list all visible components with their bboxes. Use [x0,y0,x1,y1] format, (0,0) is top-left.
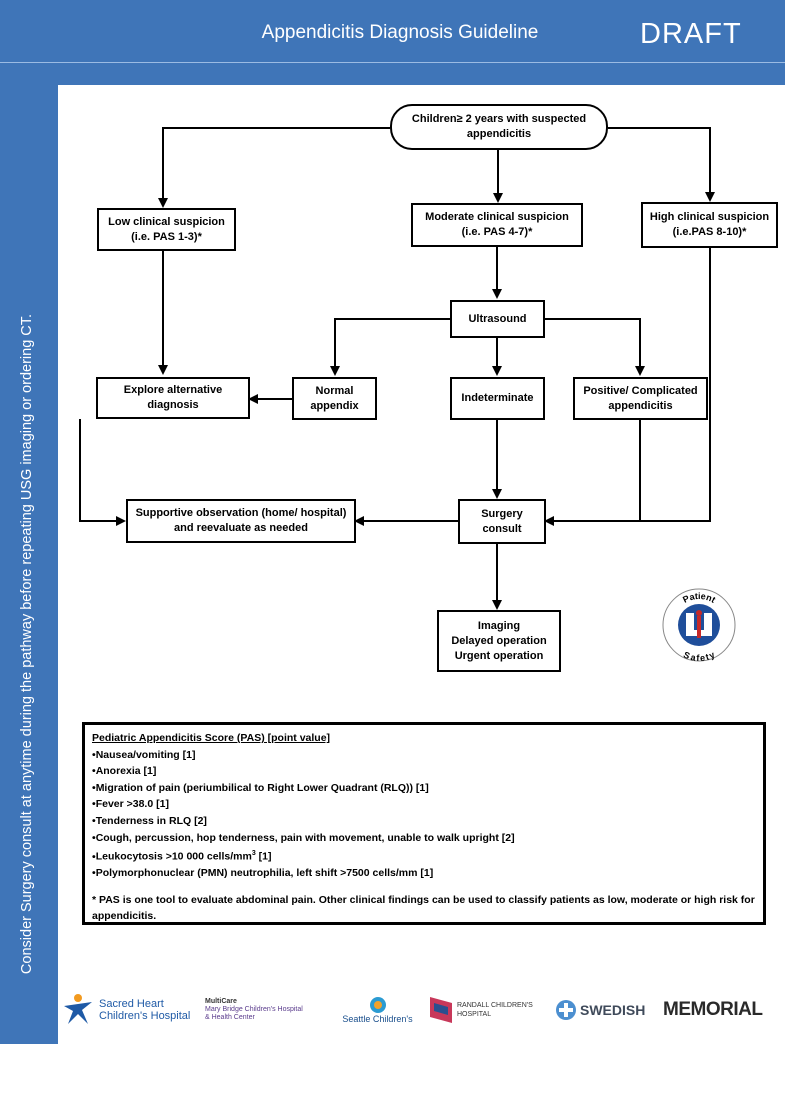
supportive-observation-box: Supportive observation (home/ hospital) … [126,499,356,543]
pas-item: Polymorphonuclear (PMN) neutrophilia, le… [92,865,756,882]
arrow-start-high [608,127,715,202]
randall-childrens-icon [430,997,452,1023]
randall-childrens-logo: RANDALL CHILDREN'S HOSPITAL [428,985,548,1035]
arrow-start-low [158,127,390,208]
pas-note: * PAS is one tool to evaluate abdominal … [92,893,755,923]
pas-items: Nausea/vomiting [1] Anorexia [1] Migrati… [92,747,756,882]
memorial-logo: MEMORIAL [663,999,763,1020]
swedish-cross-icon [556,1000,576,1020]
pas-title: Pediatric Appendicitis Score (PAS) [poin… [92,732,331,744]
header-bar: Appendicitis Diagnosis Guideline DRAFT [0,0,785,62]
svg-text:Safety: Safety [682,650,716,664]
moderate-suspicion-box: Moderate clinical suspicion (i.e. PAS 4-… [411,203,583,247]
outcome-box: Imaging Delayed operation Urgent operati… [437,610,561,672]
page-title: Appendicitis Diagnosis Guideline [261,22,539,43]
arrow-ultrasound-positive [545,318,645,376]
flowchart-connectors [79,127,715,610]
multicare-logo: MultiCare Mary Bridge Children's Hospita… [205,998,303,1021]
pas-item: Nausea/vomiting [1] [92,747,756,764]
pas-item: Migration of pain (periumbilical to Righ… [92,780,756,797]
patient-safety-logo: Patient Safety [662,588,736,664]
high-suspicion-box: High clinical suspicion (i.e.PAS 8-10)* [641,202,778,248]
pas-item: Fever >38.0 [1] [92,796,756,813]
low-suspicion-box: Low clinical suspicion (i.e. PAS 1-3)* [97,208,236,251]
sidebar: Consider Surgery consult at anytime duri… [0,84,58,1044]
header-band [0,62,785,85]
badge-bottom-text: Safety [682,650,716,664]
badge-top-text: Patient [681,591,717,605]
positive-complicated-box: Positive/ Complicated appendicitis [573,377,708,420]
arrow-ultrasound-normal [330,318,450,376]
pas-score-box: Pediatric Appendicitis Score (PAS) [poin… [82,722,766,925]
seattle-childrens-logo: Seattle Children's [330,985,425,1035]
swedish-logo: SWEDISH [555,985,655,1035]
sacred-heart-logo: Sacred Heart Children's Hospital [60,985,200,1035]
surgery-consult-box: Surgery consult [458,499,546,544]
ultrasound-box: Ultrasound [450,300,545,338]
outcome-urgent: Urgent operation [454,649,544,662]
arrow-high-surgery [544,248,711,526]
footer-logos: Sacred Heart Children's Hospital MultiCa… [60,985,785,1035]
pas-item: Leukocytosis >10 000 cells/mm3 [1] [92,846,756,865]
seattle-childrens-icon [369,997,386,1013]
pas-item: Tenderness in RLQ [2] [92,813,756,830]
start-node: Children≥ 2 years with suspected appendi… [390,104,608,150]
sacred-heart-figure-icon [64,994,92,1024]
draft-label: DRAFT [640,18,742,50]
svg-text:Patient: Patient [681,591,717,605]
normal-appendix-box: Normal appendix [292,377,377,420]
pas-superscript: 3 [251,850,256,858]
pas-item: Cough, percussion, hop tenderness, pain … [92,830,756,847]
outcome-imaging: Imaging [477,619,521,632]
outcome-delayed: Delayed operation [451,634,547,647]
explore-diagnosis-box: Explore alternative diagnosis [96,377,250,419]
pas-item: Anorexia [1] [92,763,756,780]
arrow-explore-supportive [79,419,126,526]
indeterminate-box: Indeterminate [450,377,545,420]
